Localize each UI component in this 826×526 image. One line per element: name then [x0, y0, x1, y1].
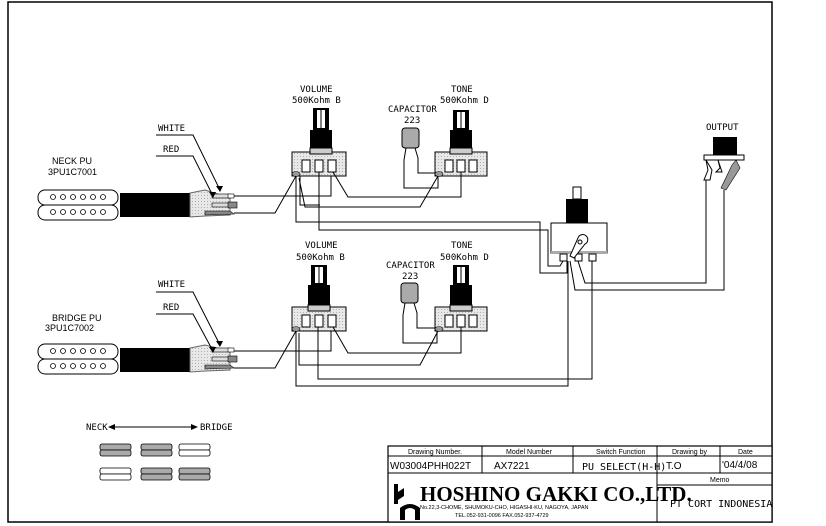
- bridge-tone-pot: TONE 500Kohm D: [434, 241, 489, 332]
- legend-neck-label: NECK: [86, 423, 108, 433]
- arrow-right-icon: [191, 424, 198, 430]
- pole-piece: [70, 194, 76, 200]
- legend-humbucker-icon: [140, 473, 173, 481]
- bridge-tone-label: TONE: [451, 241, 473, 251]
- neck-tone-pot: TONE 500Kohm D: [434, 85, 489, 177]
- bridge-volume-pot: VOLUME 500Kohm B: [291, 241, 347, 332]
- arrow-left-icon: [108, 424, 115, 430]
- legend-humbucker-icon: [99, 473, 132, 481]
- neck-tone-label: TONE: [451, 85, 473, 95]
- pole-piece: [90, 209, 96, 215]
- pole-piece: [50, 363, 56, 369]
- model-number: AX7221: [494, 461, 530, 472]
- legend-humbucker-icon: [140, 467, 173, 475]
- pole-piece: [80, 209, 86, 215]
- output-jack: OUTPUT: [703, 123, 745, 191]
- pickup-selection-legend: NECK BRIDGE: [86, 423, 233, 481]
- humbucker-icon: [37, 343, 119, 375]
- pole-piece: [60, 363, 66, 369]
- neck-pickup: NECK PU 3PU1C7001 WHITE RED: [37, 124, 238, 221]
- pole-piece: [100, 209, 106, 215]
- date: '04/4/08: [722, 460, 758, 471]
- bridge-volume-value: 500Kohm B: [296, 253, 345, 263]
- neck-volume-label: VOLUME: [300, 85, 333, 95]
- drawing-by: T.O: [666, 461, 682, 472]
- neck-tone-value: 500Kohm D: [440, 96, 489, 106]
- bridge-capacitor-label: CAPACITOR: [386, 261, 435, 271]
- neck-pickup-code: 3PU1C7001: [48, 167, 97, 177]
- legend-humbucker-icon: [99, 443, 132, 451]
- pole-piece: [80, 363, 86, 369]
- neck-capacitor-label: CAPACITOR: [388, 105, 437, 115]
- output-label: OUTPUT: [706, 123, 739, 133]
- legend-humbucker-icon: [178, 443, 211, 451]
- pole-piece: [80, 348, 86, 354]
- company-name: HOSHINO GAKKI CO.,LTD.: [420, 482, 692, 506]
- neck-capacitor: CAPACITOR 223: [388, 105, 441, 189]
- pole-piece: [90, 194, 96, 200]
- legend-humbucker-icon: [140, 443, 173, 451]
- bridge-pickup-code: 3PU1C7002: [45, 323, 94, 333]
- neck-volume-pot: VOLUME 500Kohm B: [291, 85, 347, 177]
- memo-label: Memo: [710, 477, 730, 484]
- neck-volume-value: 500Kohm B: [292, 96, 341, 106]
- humbucker-icon: [37, 189, 119, 221]
- company-address: No.22,3-CHOME, SHUMOKU-CHO, HIGASHI-KU, …: [420, 505, 589, 511]
- legend-humbucker-icon: [178, 473, 211, 481]
- bridge-tone-value: 500Kohm D: [440, 253, 489, 263]
- bridge-white-wire-label: WHITE: [158, 280, 185, 290]
- memo: PT CORT INDONESIA: [670, 499, 772, 510]
- bridge-volume-label: VOLUME: [305, 241, 338, 251]
- drawing-number-label: Drawing Number.: [408, 449, 462, 456]
- pole-piece: [50, 209, 56, 215]
- company-logo-icon: [394, 484, 420, 520]
- pole-piece: [80, 194, 86, 200]
- pickup-cable: [120, 193, 190, 217]
- pole-piece: [70, 363, 76, 369]
- wires: [234, 171, 725, 387]
- bridge-pickup-name: BRIDGE PU: [52, 313, 102, 323]
- legend-humbucker-icon: [99, 467, 132, 475]
- legend-bridge-label: BRIDGE: [200, 423, 233, 433]
- pole-piece: [100, 194, 106, 200]
- model-number-label: Model Number: [506, 449, 553, 456]
- date-label: Date: [738, 449, 753, 456]
- pole-piece: [90, 363, 96, 369]
- pickup-selector-switch: [550, 186, 608, 262]
- neck-red-wire-label: RED: [163, 145, 179, 155]
- pole-piece: [50, 194, 56, 200]
- bridge-capacitor: CAPACITOR 223: [386, 261, 440, 344]
- switch-function-label: Switch Function: [596, 449, 646, 456]
- neck-white-wire-label: WHITE: [158, 124, 185, 134]
- pole-piece: [70, 209, 76, 215]
- bridge-red-wire-label: RED: [163, 303, 179, 313]
- pole-piece: [100, 363, 106, 369]
- pickup-poles: [50, 194, 106, 369]
- legend-humbucker-icon: [140, 449, 173, 457]
- bridge-capacitor-value: 223: [402, 272, 418, 282]
- drawing-number: W03004PHH022T: [390, 461, 471, 472]
- neck-pickup-name: NECK PU: [52, 156, 92, 166]
- legend-humbucker-icon: [178, 449, 211, 457]
- switch-function: PU SELECT(H-H): [582, 462, 666, 473]
- company-contact: TEL.052-931-0096 FAX.052-937-4729: [455, 513, 549, 519]
- drawing-by-label: Drawing by: [672, 449, 708, 456]
- pole-piece: [100, 348, 106, 354]
- bridge-pickup: BRIDGE PU 3PU1C7002 WHITE RED: [37, 280, 238, 375]
- pole-piece: [60, 209, 66, 215]
- pole-piece: [70, 348, 76, 354]
- pole-piece: [60, 194, 66, 200]
- pole-piece: [90, 348, 96, 354]
- title-block: Drawing Number. Model Number Switch Func…: [387, 445, 773, 523]
- legend-humbucker-icon: [178, 467, 211, 475]
- pole-piece: [60, 348, 66, 354]
- legend-humbucker-icon: [99, 449, 132, 457]
- pole-piece: [50, 348, 56, 354]
- neck-capacitor-value: 223: [404, 116, 420, 126]
- pickup-cable: [120, 348, 190, 372]
